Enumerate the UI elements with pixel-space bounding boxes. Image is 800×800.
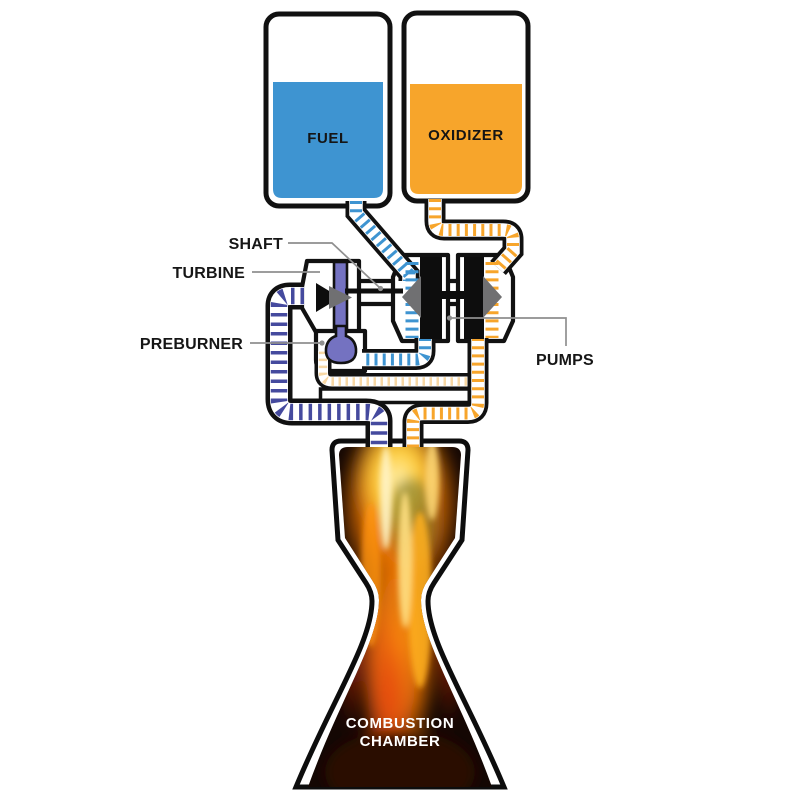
- turbine-rotor-cone: [329, 286, 352, 309]
- shaft-pointer-line: [288, 242, 381, 289]
- fuel-pump-rotor: [402, 276, 421, 318]
- shaft-label: SHAFT: [229, 236, 283, 253]
- preburner-oxidizer-feed-pipe: [314, 351, 474, 390]
- fuel-tank: FUEL: [263, 11, 393, 209]
- fuel-tank-label: FUEL: [307, 130, 349, 147]
- callout-pointers: [250, 242, 567, 346]
- pumps-label: PUMPS: [536, 352, 594, 369]
- fuel-liquid: [273, 82, 383, 198]
- turbine-rotor: [316, 283, 340, 312]
- pumps-pointer-line: [451, 317, 567, 346]
- turbine-label: TURBINE: [172, 265, 245, 282]
- oxidizer-discharge-pipe: [402, 338, 489, 447]
- oxidizer-supply-pipe: [424, 199, 524, 275]
- fuel-pump-body: [420, 257, 442, 339]
- fuel-discharge-pipe: [362, 338, 436, 370]
- oxidizer-liquid: [410, 84, 522, 194]
- pumps-pointer-dot: [446, 315, 453, 321]
- oxidizer-pump-rotor: [483, 276, 502, 318]
- preburner-label: PREBURNER: [140, 336, 243, 353]
- pump-coupling-shaft: [440, 291, 470, 299]
- combustion-chamber: COMBUSTION CHAMBER: [292, 438, 508, 790]
- oxidizer-tank-label: OXIDIZER: [428, 127, 504, 144]
- turbine-exhaust-pipe: [265, 282, 393, 447]
- preburner-vessel: [324, 324, 358, 365]
- oxidizer-tank: OXIDIZER: [401, 10, 531, 204]
- preburner-pointer-dot: [319, 340, 325, 346]
- combustion-chamber-label-line2: CHAMBER: [360, 733, 441, 750]
- oxidizer-pump-body: [464, 257, 484, 339]
- fuel-supply-pipe: [345, 201, 420, 281]
- drive-shaft: [345, 288, 403, 294]
- shaft-pointer-dot: [377, 285, 384, 292]
- combustion-chamber-label-line1: COMBUSTION: [346, 715, 455, 732]
